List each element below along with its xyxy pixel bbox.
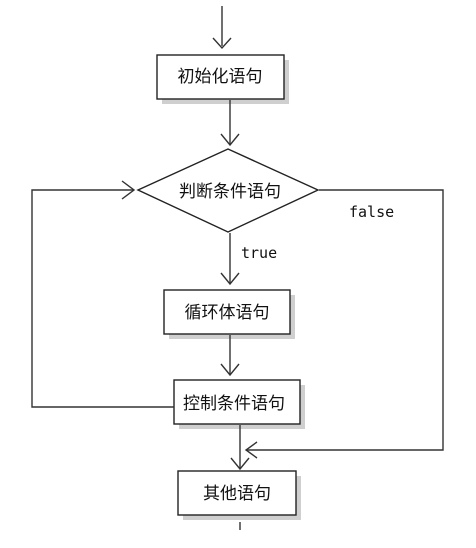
other-node-label: 其他语句 <box>203 484 271 504</box>
init-node: 初始化语句 <box>156 54 289 104</box>
other-node: 其他语句 <box>177 470 301 520</box>
false-edge: false <box>244 189 444 459</box>
control-to-other-arrow <box>230 425 250 471</box>
false-label: false <box>349 203 394 221</box>
condition-node: 判断条件语句 <box>136 148 320 233</box>
true-edge: true <box>220 233 277 286</box>
body-node-label: 循环体语句 <box>185 303 270 323</box>
body-to-control-arrow <box>220 335 240 377</box>
condition-node-label: 判断条件语句 <box>179 182 281 202</box>
init-node-label: 初始化语句 <box>178 67 263 87</box>
control-node-label: 控制条件语句 <box>183 394 285 414</box>
loop-back-edge <box>31 180 174 408</box>
entry-arrow <box>212 6 232 50</box>
body-node: 循环体语句 <box>163 289 295 339</box>
control-node: 控制条件语句 <box>173 379 305 429</box>
init-to-condition-arrow <box>220 100 240 147</box>
true-label: true <box>241 244 277 262</box>
